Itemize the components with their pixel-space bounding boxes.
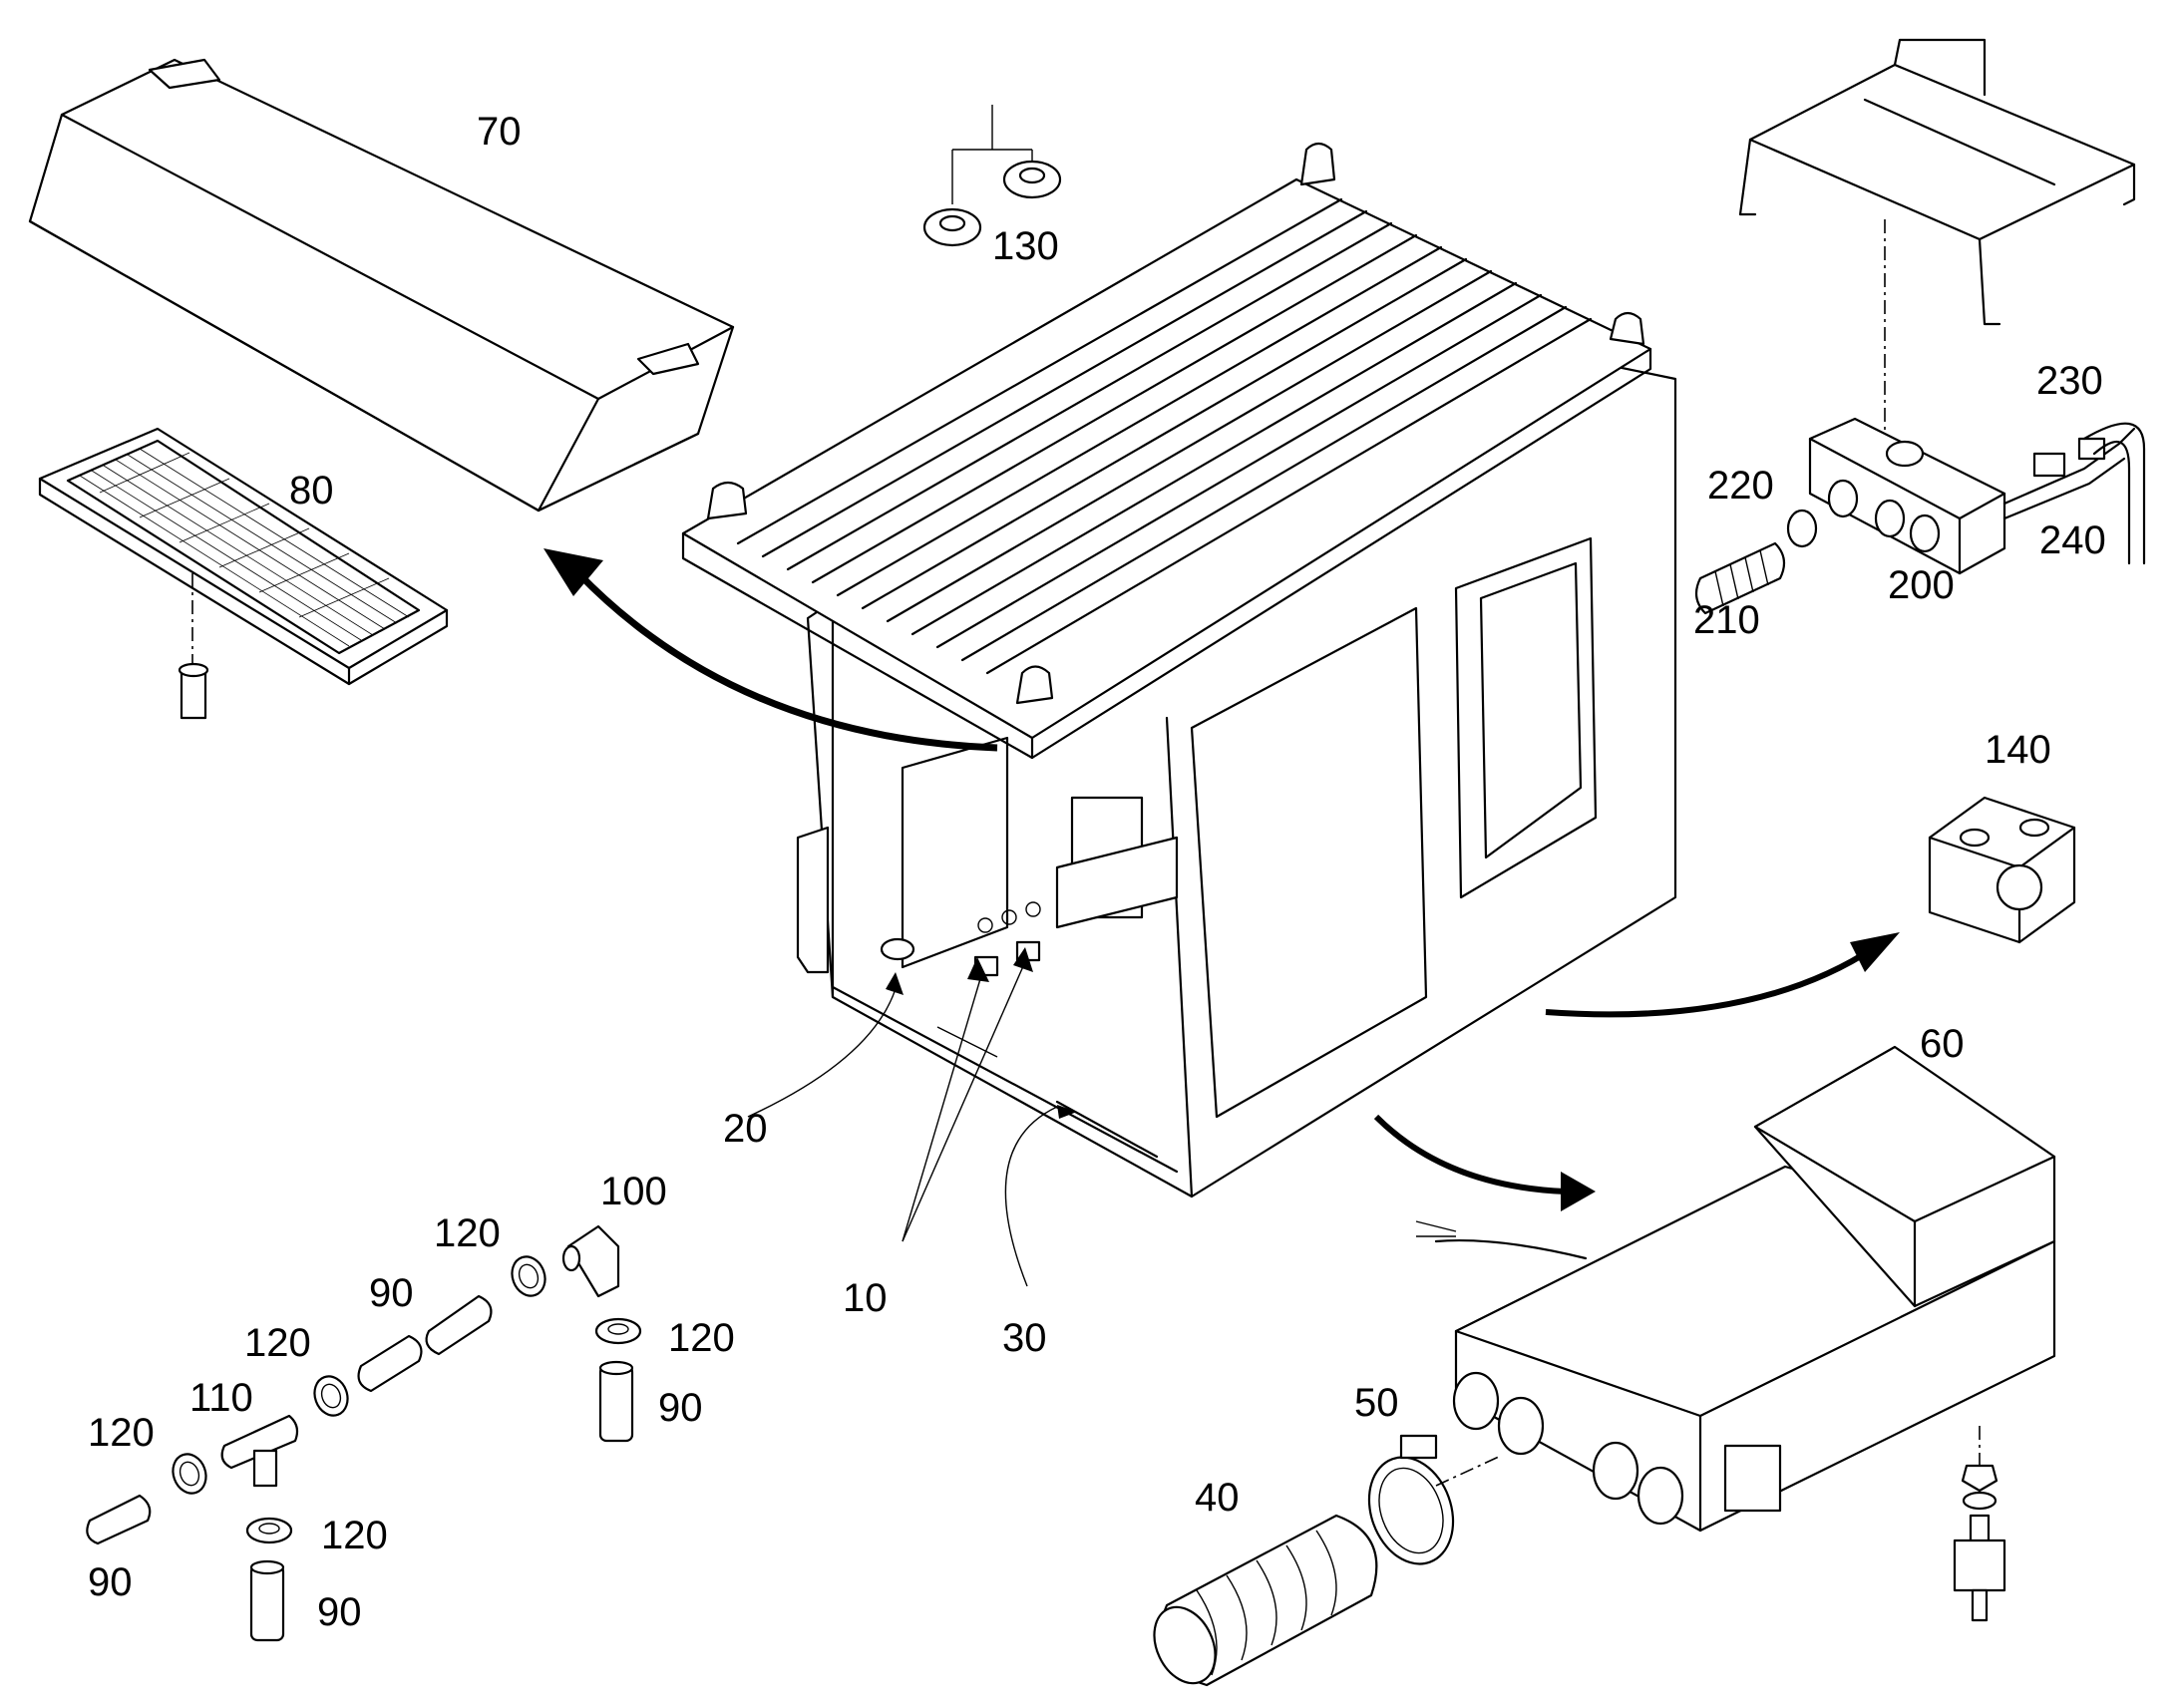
callout-220: 220 — [1707, 464, 1774, 508]
hose-clamp-120a — [511, 1255, 546, 1297]
callout-120b: 120 — [244, 1321, 311, 1365]
callout-100: 100 — [600, 1170, 667, 1213]
air-duct-hose-40 — [1153, 1514, 1378, 1687]
pipe-fitting — [2002, 427, 2136, 520]
callout-140: 140 — [1985, 728, 2051, 772]
callout-120d: 120 — [88, 1411, 155, 1455]
hydraulic-pipe — [2082, 422, 2146, 565]
leader-10a — [902, 971, 983, 1242]
tee-fitting-110 — [220, 1414, 299, 1488]
leader-20 — [747, 981, 899, 1118]
hose-clamp-220 — [1786, 509, 1818, 548]
hose-piece-90b — [357, 1334, 423, 1393]
roof-hood-cover — [28, 58, 735, 512]
pipe-clamp — [1928, 796, 2076, 944]
filter-grille — [38, 427, 449, 720]
hose-piece-90a — [425, 1294, 493, 1356]
hose-clamp-50 — [1367, 1434, 1502, 1565]
callout-20: 20 — [723, 1107, 768, 1151]
hose-clamp-120b — [313, 1375, 349, 1417]
callout-120c: 120 — [668, 1316, 735, 1360]
grommets — [922, 105, 1062, 247]
hose-clamp-120c — [172, 1453, 207, 1495]
callout-200: 200 — [1888, 563, 1955, 607]
callout-210: 210 — [1693, 598, 1760, 642]
operator-cab — [681, 142, 1677, 1198]
callout-70: 70 — [477, 110, 522, 154]
callout-30: 30 — [1002, 1316, 1047, 1360]
callout-10: 10 — [843, 1276, 888, 1320]
hose-clamp-120d — [594, 1317, 642, 1345]
rubber-mount — [1953, 1426, 2006, 1622]
hose-piece-90c — [86, 1494, 152, 1545]
callout-90d: 90 — [317, 1590, 362, 1634]
callout-130: 130 — [992, 224, 1059, 268]
callout-120e: 120 — [321, 1514, 388, 1557]
leader-10b — [902, 956, 1028, 1242]
callout-60: 60 — [1920, 1022, 1965, 1066]
valve-block — [1808, 417, 2006, 575]
callout-90b: 90 — [658, 1386, 703, 1430]
callout-80: 80 — [289, 469, 334, 512]
callout-50: 50 — [1354, 1381, 1399, 1425]
hose-210 — [1694, 541, 1786, 615]
callout-40: 40 — [1195, 1476, 1240, 1520]
arrow-to-hood — [544, 548, 998, 752]
leader-30 — [1004, 1106, 1058, 1287]
callout-labels: 70 80 130 230 220 240 210 200 140 60 20 … — [88, 110, 2106, 1634]
arrow-to-clamp — [1545, 932, 1900, 1018]
elbow-fitting-100 — [561, 1224, 620, 1298]
heater-unit — [1415, 1045, 2056, 1533]
mounting-bracket — [1738, 38, 2136, 469]
callout-110: 110 — [189, 1376, 253, 1420]
callout-230: 230 — [2036, 359, 2103, 403]
hose-piece-90e — [249, 1559, 285, 1642]
callout-90c: 90 — [88, 1560, 133, 1604]
hose-clamp-120e — [245, 1517, 293, 1544]
callout-240: 240 — [2039, 518, 2106, 562]
callout-90a: 90 — [369, 1271, 414, 1315]
hose-piece-90d — [598, 1360, 634, 1443]
callout-120a: 120 — [434, 1211, 501, 1255]
arrow-to-heater — [1373, 1114, 1596, 1211]
